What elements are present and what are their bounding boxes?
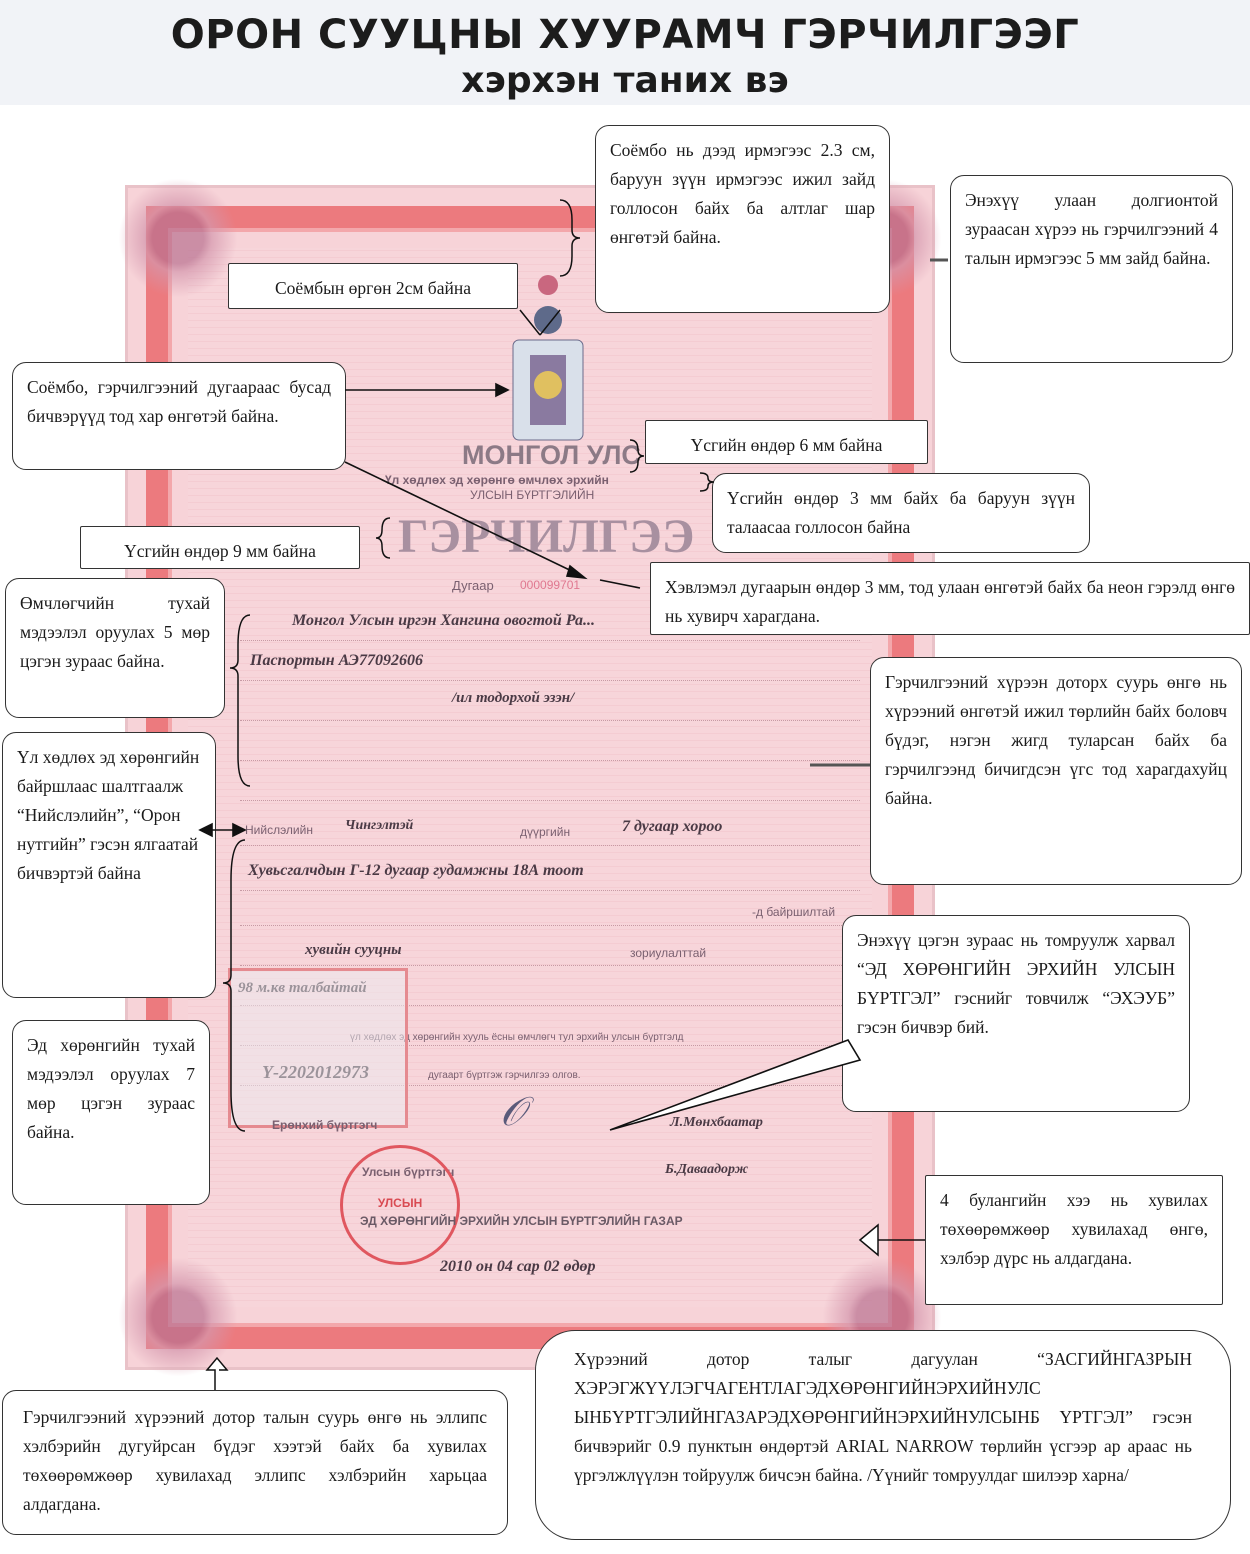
cert-subtitle: Үл хөдлөх эд хөрөнгө өмчлөх эрхийн bbox=[385, 473, 609, 487]
title-line1: ОРОН СУУЦНЫ ХУУРАМЧ ГЭРЧИЛГЭЭГ bbox=[170, 12, 1080, 58]
chief-registrar-name: Л.Мөнхбаатар bbox=[670, 1115, 763, 1130]
cert-number: 000099701 bbox=[520, 578, 581, 592]
official-seal: УЛСЫН bbox=[340, 1145, 460, 1265]
header: ОРОН СУУЦНЫ ХУУРАМЧ ГЭРЧИЛГЭЭГ хэрхэн та… bbox=[0, 0, 1250, 105]
callout-red-frame: Энэхүү улаан долгионтой зураасан хүрээ н… bbox=[950, 175, 1233, 363]
state-registrar-name: Б.Даваадорж bbox=[665, 1162, 749, 1177]
callout-black-text: Соёмбо, гэрчилгээний дугаараас бусад бич… bbox=[12, 362, 346, 470]
callout-microtext: Хүрээний дотор талыг дагуулан “ЗАСГИЙНГА… bbox=[535, 1330, 1231, 1540]
callout-ellipse-pattern: Гэрчилгээний хүрээний дотор талын суурь … bbox=[2, 1390, 508, 1535]
address-line: Хувьсгалчдын Г-12 дугаар гудамжны 18А то… bbox=[248, 862, 584, 879]
callout-soyombo-position: Соёмбо нь дээд ирмэгээс 2.3 см, баруун з… bbox=[595, 125, 890, 313]
corner-pattern bbox=[118, 178, 238, 298]
purpose-value: хувийн сууцны bbox=[305, 942, 402, 958]
corner-pattern bbox=[118, 1257, 238, 1377]
callout-owner-lines: Өмчлөгчийн тухай мэдээлэл оруулах 5 мөр … bbox=[5, 578, 225, 718]
signature-1: 𝒪 bbox=[500, 1089, 526, 1134]
callout-property-lines: Эд хөрөнгийн тухай мэдээлэл оруулах 7 мө… bbox=[12, 1020, 210, 1205]
chief-registrar-label: Ерөнхий бүртгэгч bbox=[272, 1118, 378, 1132]
callout-height-6mm: Үсгийн өндөр 6 мм байна bbox=[645, 420, 928, 464]
photo-stamp-box bbox=[228, 968, 408, 1128]
owner-caption: /ил тодорхой эзэн/ bbox=[452, 690, 575, 706]
callout-location-text: Үл хөдлөх эд хөрөнгийн байршлаас шалтгаа… bbox=[2, 732, 216, 998]
passport-line: Паспортын АЭ77092606 bbox=[250, 652, 423, 669]
owner-statement: үл хөдлөх эд хөрөнгийн хууль ёсны өмчлөг… bbox=[350, 1032, 684, 1043]
title-line2: хэрхэн таних вэ bbox=[461, 60, 789, 101]
registry-statement: дугаарт бүртгэж гэрчилгээ олгов. bbox=[428, 1070, 581, 1081]
khoroo-value: 7 дугаар хороо bbox=[622, 818, 723, 835]
district-label: дүүргийн bbox=[520, 825, 571, 839]
soyombo-emblem-icon bbox=[512, 275, 584, 441]
agency-name: ЭД ХӨРӨНГИЙН ЭРХИЙН УЛСЫН БҮРТГЭЛИЙН ГАЗ… bbox=[360, 1214, 683, 1228]
cert-main-title: ГЭРЧИЛГЭЭ bbox=[398, 510, 695, 563]
callout-height-3mm: Үсгийн өндөр 3 мм байх ба баруун зүүн та… bbox=[712, 473, 1090, 553]
district-value: Чингэлтэй bbox=[345, 818, 414, 833]
callout-dotted-line: Энэхүү цэгэн зураас нь томруулж харвал “… bbox=[842, 915, 1190, 1112]
purpose-label: зориулалттай bbox=[630, 946, 707, 960]
location-label: -д байршилтай bbox=[752, 905, 836, 919]
callout-soyombo-width: Соёмбын өргөн 2см байна bbox=[228, 263, 518, 309]
owner-line: Монгол Улсын иргэн Хангина овогтой Ра... bbox=[292, 612, 595, 629]
callout-printed-number: Хэвлэмэл дугаарын өндөр 3 мм, тод улаан … bbox=[650, 562, 1250, 635]
callout-corners: 4 булангийн хээ нь хувилах төхөөрөмжөөр … bbox=[925, 1175, 1223, 1305]
cert-number-label: Дугаар bbox=[452, 578, 494, 593]
callout-background: Гэрчилгээний хүрээн доторх суурь өнгө нь… bbox=[870, 657, 1242, 885]
cert-subtitle-2: УЛСЫН БҮРТГЭЛИЙН bbox=[470, 488, 595, 502]
cert-date: 2010 он 04 сар 02 өдөр bbox=[440, 1258, 596, 1275]
capital-label: Нийслэлийн bbox=[245, 823, 313, 837]
cert-country: МОНГОЛ УЛС bbox=[462, 440, 641, 470]
callout-height-9mm: Үсгийн өндөр 9 мм байна bbox=[80, 526, 360, 569]
